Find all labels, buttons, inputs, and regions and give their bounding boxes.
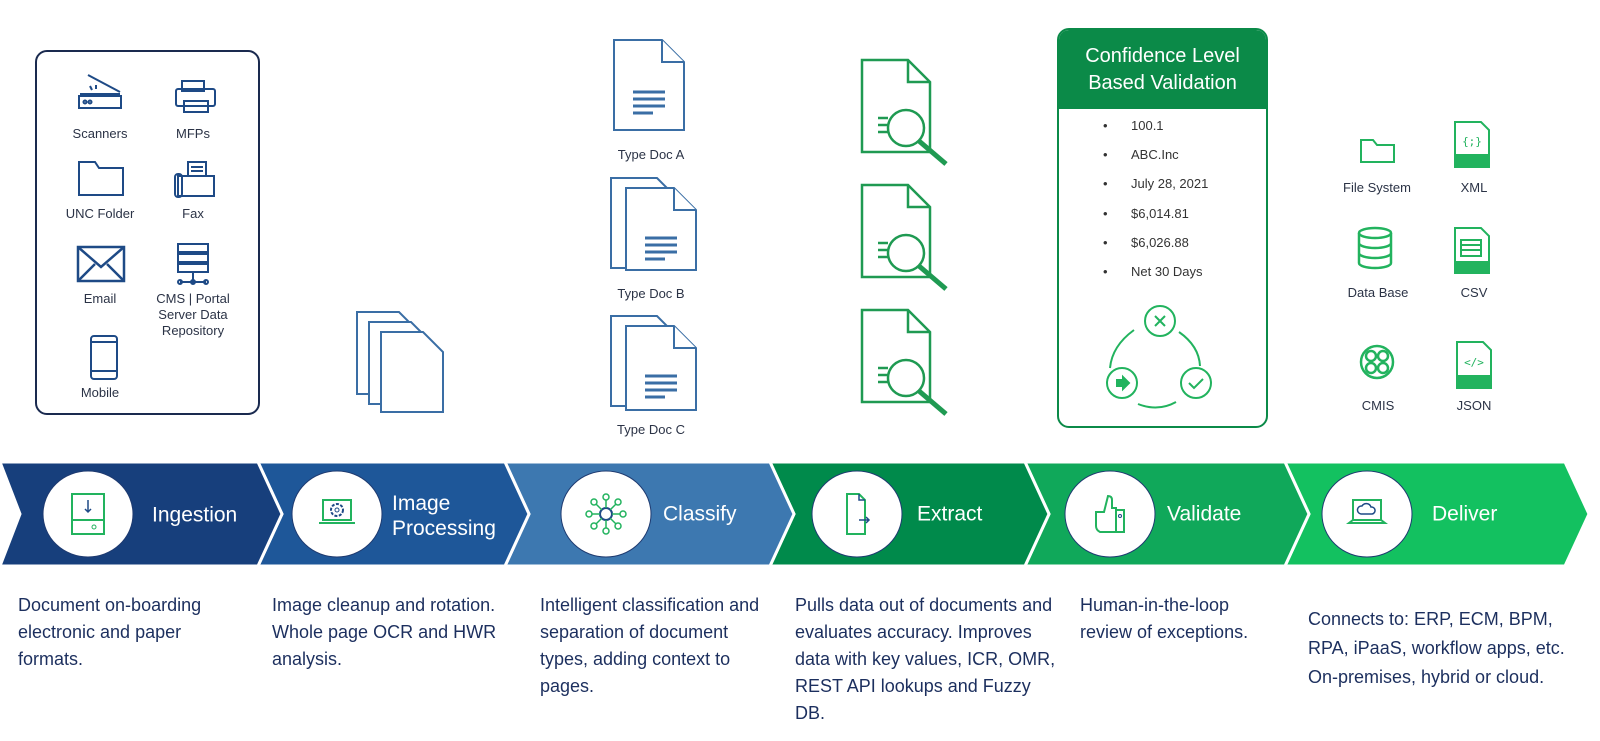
folder-icon (78, 161, 124, 196)
source-label-fax: Fax (182, 206, 204, 221)
stage-icon-circle (560, 470, 652, 558)
stage-label-classify: Classify (663, 502, 737, 526)
json-file-icon: {;} (1454, 121, 1490, 168)
svg-text:{;}: {;} (1462, 135, 1482, 148)
source-label-cms: CMS | Portal Server Data Repository (156, 291, 230, 338)
stage-desc-ingestion: Document on-boarding electronic and pape… (18, 595, 202, 669)
envelope-icon (76, 245, 126, 283)
stage-icon-circle (811, 470, 903, 558)
mobile-icon (90, 335, 118, 380)
fax-icon (174, 161, 215, 198)
source-label-mobile: Mobile (80, 385, 120, 400)
output-label-file-system: File System (1343, 180, 1411, 195)
validation-item: •ABC.Inc (1103, 147, 1179, 162)
validation-item: •Net 30 Days (1103, 264, 1203, 279)
network-hub-icon (585, 493, 627, 535)
validation-card-title: Confidence Level Based Validation (1059, 30, 1266, 109)
validation-card: Confidence Level Based Validation •100.1… (1057, 28, 1268, 428)
stage-icon-circle (1064, 470, 1156, 558)
source-label-mfps: MFPs (176, 126, 210, 141)
drive-download-icon (71, 493, 105, 535)
document-type-b-icon (610, 177, 697, 271)
svg-text:</>: </> (1464, 356, 1484, 369)
stage-desc-image-processing: Image cleanup and rotation. Whole page O… (272, 595, 497, 669)
xml-file-icon: </> (1456, 341, 1492, 389)
document-search-icon (860, 58, 948, 166)
doc-type-label: Type Doc A (617, 147, 685, 162)
stage-desc-deliver: Connects to: ERP, ECM, BPM, RPA, iPaaS, … (1308, 609, 1565, 687)
csv-file-icon (1454, 227, 1490, 274)
validation-item: •100.1 (1103, 118, 1164, 133)
output-label-cmis: CMIS (1361, 398, 1395, 413)
stage-icon-circle (42, 470, 134, 558)
validation-item: •July 28, 2021 (1103, 176, 1209, 191)
document-type-a-icon (613, 39, 685, 131)
source-label-unc-folder: UNC Folder (65, 206, 135, 221)
file-system-folder-icon (1360, 139, 1395, 163)
scanner-icon (78, 74, 122, 109)
stage-icon-circle (291, 470, 383, 558)
source-label-email: Email (83, 291, 117, 306)
stage-label-deliver: Deliver (1432, 502, 1498, 526)
output-label-json: JSON (1456, 398, 1492, 413)
file-export-icon (846, 493, 871, 535)
doc-type-label: Type Doc B (617, 286, 685, 301)
document-stack-icon (356, 311, 444, 413)
output-label-xml: XML (1460, 180, 1488, 195)
laptop-cloud-icon (1346, 499, 1388, 524)
stage-desc-validate: Human-in-the-loop review of exceptions. (1080, 595, 1249, 642)
validation-item: •$6,026.88 (1103, 235, 1189, 250)
input-sources-box (35, 50, 260, 415)
review-cycle-icon (1106, 305, 1212, 409)
database-icon (1357, 226, 1393, 270)
stage-label-extract: Extract (917, 502, 983, 526)
stage-desc-classify: Intelligent classification and separatio… (540, 595, 760, 696)
document-type-c-icon (610, 315, 697, 411)
doc-type-label: Type Doc C (617, 422, 685, 437)
server-icon (177, 243, 209, 285)
thumbs-up-icon (1095, 494, 1125, 533)
output-label-csv: CSV (1460, 285, 1488, 300)
stage-label-validate: Validate (1167, 502, 1242, 526)
source-label-scanners: Scanners (72, 126, 128, 141)
cmis-icon (1359, 344, 1395, 380)
stage-chevron-ingestion (0, 460, 284, 568)
laptop-gear-icon (319, 499, 355, 524)
document-search-icon (862, 185, 946, 289)
process-chevron-band (0, 460, 1591, 568)
stage-label-image-processing: Image Processing (392, 492, 496, 540)
validation-item: •$6,014.81 (1103, 206, 1189, 221)
stage-desc-extract: Pulls data out of documents and evaluate… (795, 595, 1056, 723)
printer-icon (175, 80, 216, 113)
output-label-database: Data Base (1347, 285, 1409, 300)
document-search-icon (862, 310, 946, 414)
stage-label-ingestion: Ingestion (152, 503, 238, 527)
